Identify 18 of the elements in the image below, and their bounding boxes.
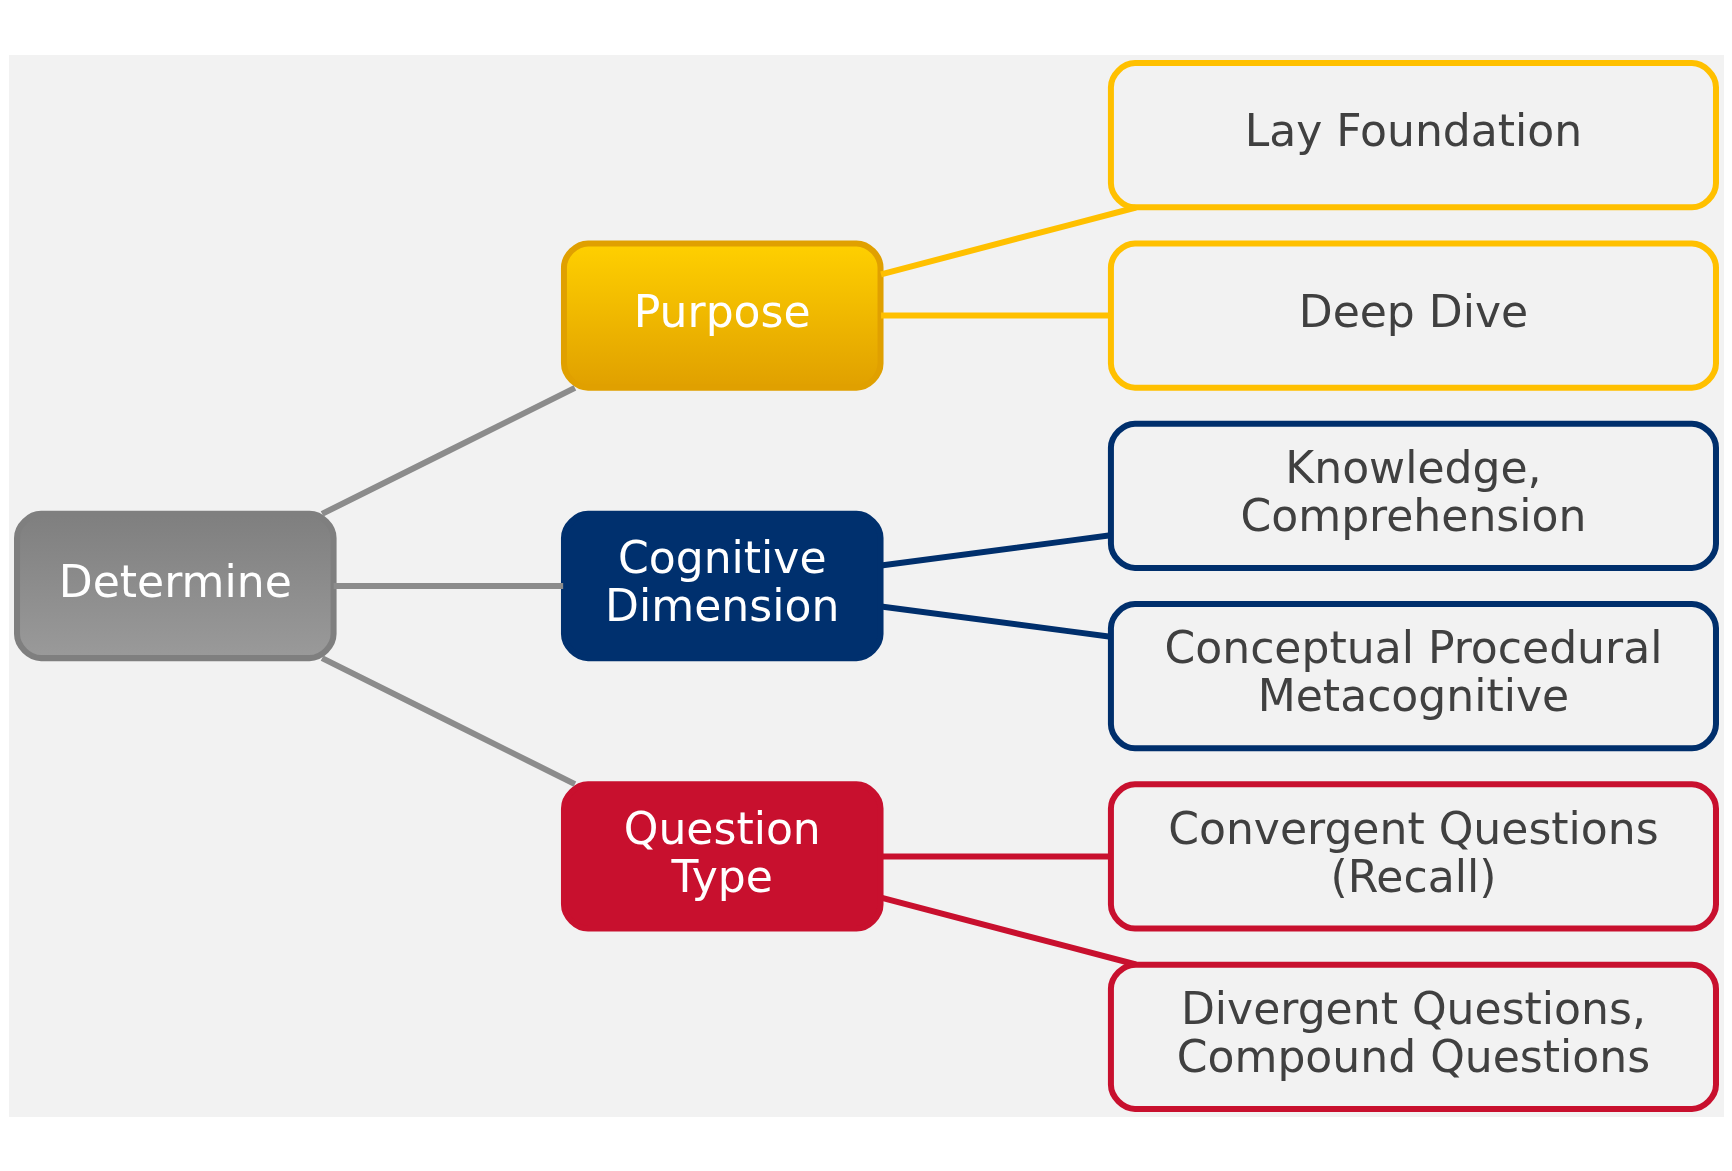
connector bbox=[320, 384, 576, 517]
node-box: Question Type bbox=[560, 780, 884, 932]
connector bbox=[320, 654, 576, 787]
node-box: Cognitive Dimension bbox=[560, 510, 884, 661]
connector bbox=[333, 582, 563, 589]
connector bbox=[879, 204, 1137, 277]
connector bbox=[880, 852, 1111, 859]
node-box: Knowledge, Comprehension bbox=[1107, 420, 1719, 571]
node-box: Purpose bbox=[560, 239, 884, 391]
connector bbox=[880, 531, 1111, 568]
node-box: Deep Dive bbox=[1107, 239, 1719, 391]
connector bbox=[880, 312, 1111, 319]
node-box: Convergent Questions (Recall) bbox=[1107, 780, 1719, 932]
node-box: Divergent Questions, Compound Questions bbox=[1107, 961, 1719, 1112]
node-box: Determine bbox=[13, 510, 337, 661]
node-box: Lay Foundation bbox=[1107, 59, 1719, 210]
connector bbox=[880, 603, 1111, 640]
node-box: Conceptual Procedural Metacognitive bbox=[1107, 600, 1719, 751]
